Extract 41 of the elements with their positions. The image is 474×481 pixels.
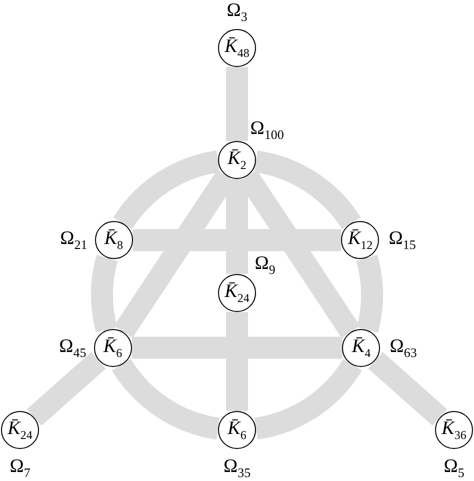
node-caption: Ω$_{45}$	[59, 336, 86, 359]
node-label: K̄$_{2}$	[228, 149, 246, 171]
node-circle	[218, 29, 256, 67]
node-caption: Ω$_{5}$	[444, 457, 464, 479]
connector-band	[356, 256, 383, 332]
node-label: K̄$_{6}$	[228, 419, 246, 441]
connector-band	[226, 67, 248, 141]
connector-band	[91, 256, 118, 332]
node-label: K̄$_{12}$	[348, 229, 373, 251]
node-caption: Ω$_{63}$	[390, 336, 417, 359]
node-circle	[218, 141, 256, 179]
node-caption: Ω$_{100}$	[250, 119, 284, 141]
node-caption: Ω$_{9}$	[254, 254, 276, 276]
node-label: K̄$_{24}$	[8, 419, 32, 441]
node-label: K̄$_{8}$	[104, 229, 123, 251]
node-label: K̄$_{24}$	[224, 282, 250, 304]
connector-band	[132, 229, 342, 252]
node-circle	[218, 411, 256, 449]
node-circle	[94, 221, 133, 260]
connector-band	[114, 150, 220, 230]
connector-band	[254, 358, 362, 440]
node-caption: Ω$_{15}$	[388, 229, 416, 251]
node-label: K̄$_{4}$	[352, 336, 371, 359]
connector-band	[226, 312, 248, 411]
node-circle	[218, 274, 256, 312]
node-caption: Ω$_{35}$	[223, 457, 251, 479]
node-label: K̄$_{6}$	[103, 336, 122, 359]
connector-band	[132, 336, 342, 359]
connector-band	[368, 352, 448, 426]
connector-band	[26, 352, 106, 426]
connector-band	[112, 358, 220, 440]
node-label: K̄$_{36}$	[442, 419, 466, 441]
node-circle	[341, 221, 380, 260]
node-circle	[1, 411, 39, 449]
node-caption: Ω$_{21}$	[60, 229, 88, 251]
connector-band	[226, 179, 248, 274]
node-caption: Ω$_{7}$	[10, 457, 30, 479]
node-circle	[435, 411, 473, 449]
node-caption: Ω$_{3}$	[226, 1, 248, 23]
connector-band	[254, 150, 360, 230]
node-label: K̄$_{48}$	[224, 37, 250, 59]
